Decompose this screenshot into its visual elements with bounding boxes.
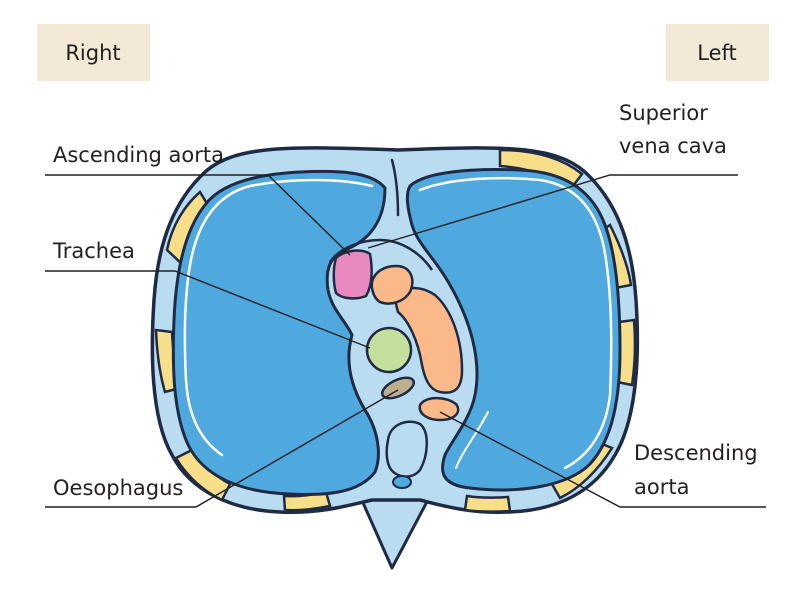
spinous-process bbox=[358, 494, 432, 570]
right-label: Right bbox=[65, 41, 120, 65]
label-oesophagus: Oesophagus bbox=[53, 476, 183, 500]
mediastinum-outline bbox=[328, 238, 434, 271]
left-lung-inner-edge bbox=[455, 411, 489, 469]
leader-oesophagus bbox=[45, 389, 399, 508]
pink-vessel bbox=[332, 249, 373, 300]
label-descending-aorta-line1: Descending bbox=[634, 441, 758, 465]
left-label: Left bbox=[697, 41, 737, 65]
lower-descending-aorta bbox=[418, 396, 460, 422]
label-descending-aorta-line2: aorta bbox=[634, 475, 689, 499]
left-box-bg bbox=[666, 24, 769, 81]
label-superior-vena-cava-line2: vena cava bbox=[619, 134, 727, 158]
spinal-canal bbox=[392, 475, 412, 489]
fat-patch-left-bottom bbox=[463, 494, 512, 513]
descending-aorta-shape bbox=[393, 286, 464, 394]
sternal-groove bbox=[390, 158, 400, 217]
right-lung-highlight bbox=[183, 178, 374, 457]
leader-ascending-aorta bbox=[45, 174, 351, 256]
right-lung bbox=[171, 169, 387, 496]
oesophagus-shape bbox=[380, 376, 416, 400]
left-lung-highlight bbox=[418, 176, 613, 470]
leader-trachea bbox=[45, 270, 371, 349]
leader-superior-vena-cava bbox=[367, 174, 738, 249]
right-box-bg bbox=[37, 24, 150, 81]
vertebral-body bbox=[385, 420, 428, 478]
label-superior-vena-cava-line1: Superior bbox=[619, 101, 708, 125]
aortic-arch-blob bbox=[370, 264, 414, 305]
left-orientation-box: Left bbox=[666, 24, 769, 81]
leader-lines bbox=[45, 174, 766, 508]
right-orientation-box: Right bbox=[37, 24, 150, 81]
leader-descending-aorta bbox=[439, 411, 766, 508]
label-ascending-aorta: Ascending aorta bbox=[53, 143, 224, 167]
left-lung bbox=[405, 168, 622, 492]
trachea-shape bbox=[365, 326, 413, 374]
label-trachea: Trachea bbox=[52, 239, 135, 263]
